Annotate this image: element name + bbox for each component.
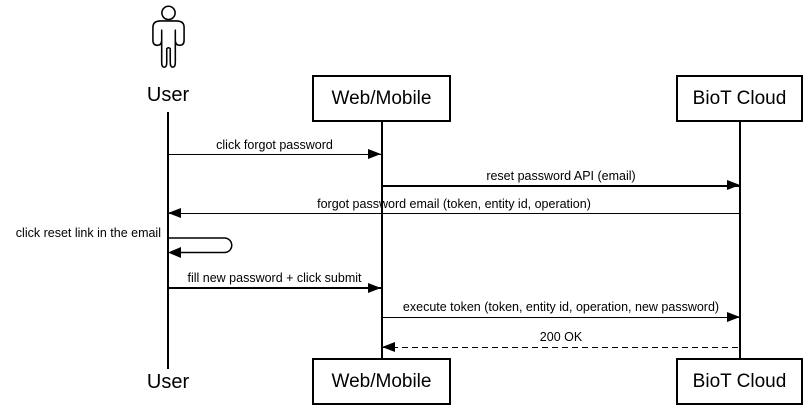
message-6-arrowhead-icon	[727, 312, 740, 322]
message-4-arrowhead-icon	[168, 247, 181, 258]
message-3-line	[168, 212, 740, 214]
lifeline-web	[381, 122, 383, 358]
message-4-label: click reset link in the email	[15, 226, 161, 240]
participant-web-top-box: Web/Mobile	[312, 75, 451, 122]
participant-web-bottom-label: Web/Mobile	[331, 370, 432, 392]
lifeline-user	[167, 112, 169, 369]
message-6-label: execute token (token, entity id, operati…	[402, 300, 720, 314]
participant-biot-bottom-label: BioT Cloud	[692, 370, 787, 392]
message-2-line	[382, 185, 740, 187]
message-6-line	[382, 316, 740, 318]
message-3-label: forgot password email (token, entity id,…	[317, 197, 591, 211]
participant-user-bottom-label: User	[146, 371, 190, 393]
participant-web-top-label: Web/Mobile	[331, 87, 432, 109]
message-7-arrowhead-icon	[382, 342, 395, 352]
lifeline-biot	[739, 122, 741, 358]
message-1-label: click forgot password	[216, 138, 333, 152]
participant-biot-bottom-box: BioT Cloud	[676, 358, 803, 405]
participant-biot-top-label: BioT Cloud	[692, 87, 787, 109]
message-3-arrowhead-icon	[168, 208, 181, 218]
message-7-line	[382, 346, 740, 348]
message-7-label: 200 OK	[539, 330, 583, 344]
message-5-label: fill new password + click submit	[187, 271, 362, 285]
message-2-arrowhead-icon	[727, 180, 740, 190]
participant-web-bottom-box: Web/Mobile	[312, 358, 451, 405]
message-1-line	[168, 153, 381, 155]
message-2-label: reset password API (email)	[486, 169, 636, 183]
message-5-arrowhead-icon	[368, 282, 381, 293]
message-1-arrowhead-icon	[368, 149, 381, 159]
participant-user-top-label: User	[146, 84, 190, 106]
message-4-self-loop	[168, 237, 233, 258]
user-actor-icon	[152, 5, 185, 68]
participant-biot-top-box: BioT Cloud	[676, 75, 803, 122]
message-5-line	[168, 287, 381, 289]
